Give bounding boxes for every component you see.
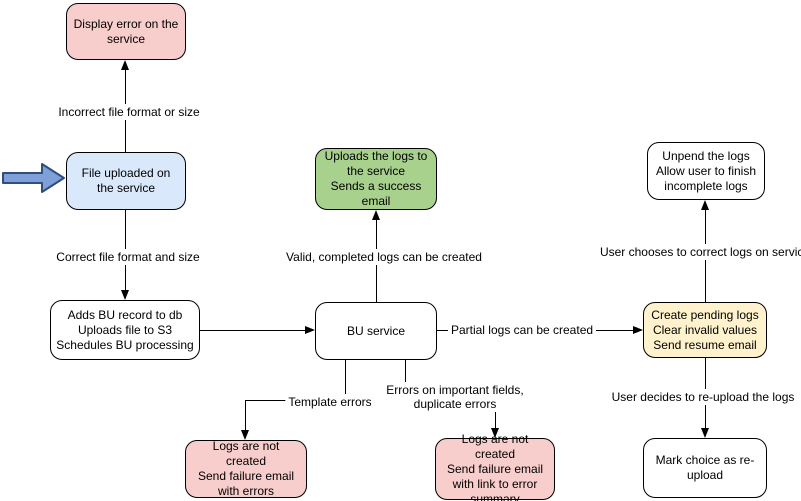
node-logs-not-created-errors-line1: Logs are not created [212,439,280,468]
arrowhead-up-uploads-logs [372,210,380,220]
node-unpend-logs: Unpend the logs Allow user to finish inc… [647,142,765,200]
node-create-pending-line1: Create pending logs [651,307,759,322]
node-file-uploaded: File uploaded on the service [66,152,186,210]
arrowhead-down-mark-choice [701,428,709,438]
edge-important-errors-seg3 [495,395,496,430]
arrowhead-down-logs-not-created-errors [241,430,249,440]
node-logs-not-created-summary: Logs are not created Send failure email … [435,432,555,501]
node-adds-bu-record: Adds BU record to db Uploads file to S3 … [50,300,200,360]
edge-label-template-errors: Template errors [285,394,375,410]
arrowhead-up-unpend-logs [701,200,709,210]
node-create-pending-line2: Clear invalid values [652,322,758,337]
edge-adds-bu-to-bu-service [200,330,305,331]
entry-arrow-icon [2,163,65,193]
arrowhead-down-adds-bu [121,290,129,300]
node-mark-choice-text: Mark choice as re-upload [655,453,755,482]
edge-label-partial-logs: Partial logs can be created [447,322,597,338]
node-logs-not-created-summary-line1: Logs are not created [461,431,529,461]
edge-label-important-errors: Errors on important fields, duplicate er… [372,382,538,412]
edge-label-reupload: User decides to re-upload the logs [608,389,798,405]
node-file-uploaded-text: File uploaded on the service [81,166,171,195]
node-logs-not-created-errors: Logs are not created Send failure email … [185,439,307,498]
node-create-pending-logs: Create pending logs Clear invalid values… [643,302,767,358]
edge-label-incorrect-format: Incorrect file format or size [55,104,203,120]
node-adds-bu-line3: Schedules BU processing [56,337,194,352]
node-display-error-text: Display error on the service [73,16,179,46]
arrowhead-right-create-pending [633,326,643,334]
node-mark-choice-reupload: Mark choice as re-upload [643,438,767,498]
node-uploads-logs-line2: Sends a success email [330,179,422,208]
node-logs-not-created-errors-line2: Send failure email with errors [197,469,295,498]
node-bu-service-text: BU service [346,323,405,338]
node-logs-not-created-summary-line2: Send failure email with link to error su… [446,461,544,501]
edge-template-errors-seg1 [345,360,346,400]
node-unpend-logs-line1: Unpend the logs [662,148,750,163]
arrowhead-up-display-error [121,60,129,70]
node-unpend-logs-line2: Allow user to finish incomplete logs [655,163,757,193]
edge-label-important-errors-line2: duplicate errors [413,397,497,411]
edge-important-errors-seg1 [405,360,406,395]
edge-label-important-errors-line1: Errors on important fields, [386,383,524,397]
edge-template-errors-seg3 [245,400,246,432]
edge-label-valid-logs: Valid, completed logs can be created [283,249,485,265]
node-adds-bu-line2: Uploads file to S3 [77,322,173,337]
node-uploads-logs-line1: Uploads the logs to the service [324,149,428,178]
arrowhead-down-logs-not-created-summary [491,428,499,438]
node-adds-bu-line1: Adds BU record to db [67,307,183,322]
node-create-pending-line3: Send resume email [653,337,757,352]
node-uploads-logs-success: Uploads the logs to the service Sends a … [315,148,437,210]
node-display-error: Display error on the service [66,3,186,60]
edge-label-correct-format: Correct file format and size [53,249,203,265]
edge-label-correct-on-service: User chooses to correct logs on service [596,244,801,260]
arrowhead-right-bu-service [305,326,315,334]
node-bu-service: BU service [315,302,437,360]
